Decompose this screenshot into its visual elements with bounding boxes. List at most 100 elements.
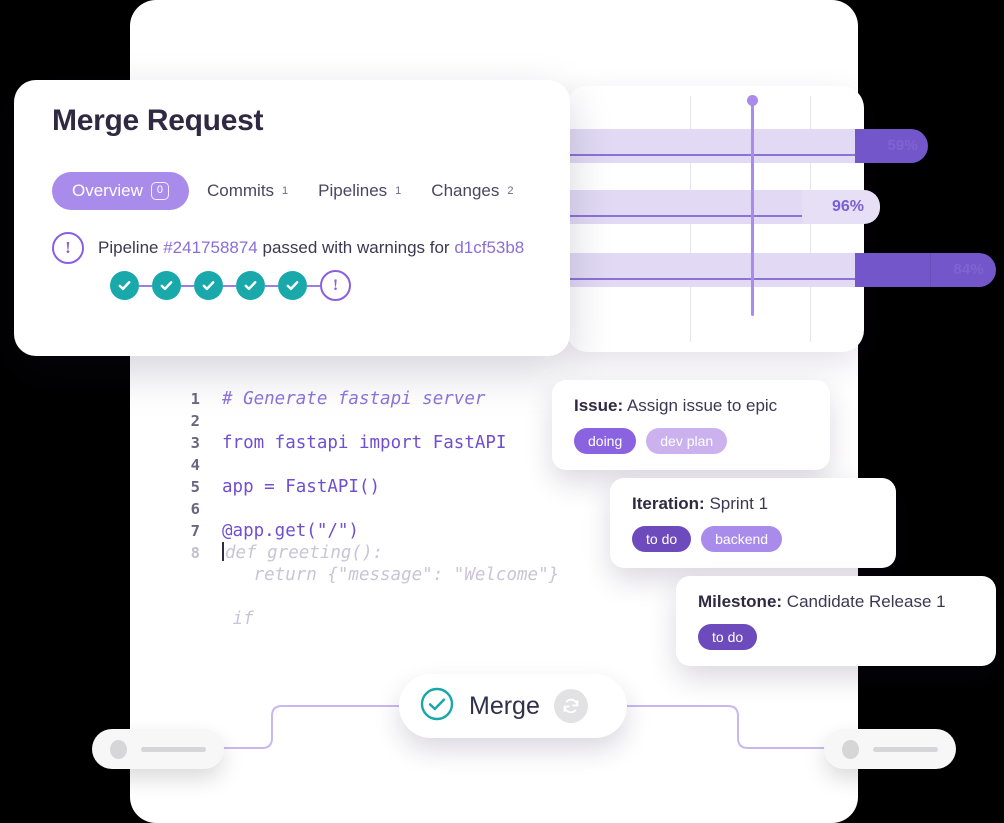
tab-overview[interactable]: Overview 0 — [52, 172, 189, 210]
code-line: 2 — [160, 410, 559, 432]
line-number: 7 — [190, 522, 200, 540]
merge-button-label: Merge — [469, 691, 540, 720]
chart-bar-segment-divider — [930, 253, 931, 287]
iteration-card-label: Iteration: — [632, 494, 705, 513]
chart-value-text: 96% — [831, 198, 864, 215]
check-circle-icon — [419, 686, 455, 727]
text-cursor — [222, 542, 224, 561]
issue-card[interactable]: Issue: Assign issue to epic doing dev pl… — [552, 380, 830, 470]
code-line — [160, 586, 559, 608]
code-line: 8 def greeting(): — [160, 542, 559, 564]
pipeline-status-prefix: Pipeline — [98, 238, 164, 257]
issue-card-chips: doing dev plan — [574, 428, 808, 454]
stage-connector — [265, 284, 278, 287]
code-text: # Generate fastapi server — [222, 389, 486, 409]
chart-plot-area: 96% — [566, 86, 880, 352]
stage-connector — [181, 284, 194, 287]
line-number: 6 — [190, 500, 200, 518]
stage-passed-icon[interactable] — [194, 271, 223, 300]
chart-bar-label-row-3: 84% — [953, 261, 984, 278]
pipeline-status-row: ! Pipeline #241758874 passed with warnin… — [52, 232, 524, 264]
sync-icon[interactable] — [553, 689, 588, 723]
tab-pipelines[interactable]: Pipelines 1 — [318, 181, 401, 201]
tab-commits[interactable]: Commits 1 — [207, 181, 288, 201]
tab-changes-count: 2 — [507, 185, 514, 197]
chart-baseline-row-3 — [568, 278, 862, 280]
chart-time-marker-handle[interactable] — [747, 95, 758, 106]
chart-track-row-3 — [568, 253, 864, 287]
tab-commits-label: Commits — [206, 181, 275, 200]
merge-button[interactable]: Merge — [399, 674, 627, 738]
code-text: if — [222, 609, 254, 629]
chart-bar-row-3: 84% — [855, 253, 996, 287]
tab-changes[interactable]: Changes 2 — [431, 181, 513, 201]
merge-request-card: Merge Request Overview 0 Commits 1 Pipel… — [14, 80, 570, 356]
issue-card-label: Issue: — [574, 396, 624, 415]
code-line: 4 — [160, 454, 559, 476]
chip-backend[interactable]: backend — [701, 526, 783, 552]
milestone-card-header: Milestone: Candidate Release 1 — [698, 592, 974, 612]
pipeline-stage-list: ! — [110, 270, 351, 301]
stage-connector — [223, 284, 236, 287]
line-number: 4 — [190, 456, 200, 474]
chart-value-label-row-2: 96% — [802, 190, 880, 224]
chart-track-row-1 — [568, 129, 864, 163]
chart-time-marker[interactable] — [751, 100, 754, 316]
tab-changes-label: Changes — [431, 181, 500, 200]
milestone-card-label: Milestone: — [698, 592, 783, 611]
line-number: 3 — [190, 434, 200, 452]
progress-chart-card: 96% — [566, 86, 880, 352]
issue-card-value: Assign issue to epic — [626, 396, 778, 415]
code-editor[interactable]: 1 # Generate fastapi server 2 3 from fasta… — [160, 388, 560, 630]
placeholder-pill-right[interactable] — [824, 729, 956, 769]
tab-pipelines-label: Pipelines — [318, 181, 388, 200]
code-line: return {"message": "Welcome"} — [160, 564, 560, 586]
code-line: 3 from fastapi import FastAPI — [160, 432, 559, 454]
code-text: from fastapi import FastAPI — [222, 433, 507, 453]
stage-connector — [307, 284, 320, 287]
page-title: Merge Request — [52, 104, 264, 137]
chip-dev-plan[interactable]: dev plan — [646, 428, 728, 454]
code-line: if — [160, 608, 559, 630]
chip-to-do[interactable]: to do — [698, 624, 758, 650]
milestone-card[interactable]: Milestone: Candidate Release 1 to do — [676, 576, 996, 666]
line-number: 8 — [190, 544, 200, 562]
line-number: 5 — [190, 478, 200, 496]
stage-warning-icon[interactable]: ! — [320, 270, 351, 301]
stage-passed-icon[interactable] — [110, 271, 139, 300]
milestone-card-chips: to do — [698, 624, 974, 650]
iteration-card-header: Iteration: Sprint 1 — [632, 494, 874, 514]
chart-baseline-row-2 — [568, 215, 823, 217]
code-line: 7 @app.get("/") — [160, 520, 559, 542]
code-text: return {"message": "Welcome"} — [222, 565, 560, 585]
code-text: def greeting(): — [225, 543, 384, 563]
avatar-placeholder-icon — [842, 739, 859, 759]
chip-doing[interactable]: doing — [574, 428, 637, 454]
code-line: 6 — [160, 498, 559, 520]
stage-passed-icon[interactable] — [152, 271, 181, 300]
stage-passed-icon[interactable] — [236, 271, 265, 300]
tab-commits-count: 1 — [282, 185, 289, 197]
chart-bar-row-1: 59% — [855, 129, 928, 163]
issue-card-header: Issue: Assign issue to epic — [574, 396, 808, 416]
code-text: @app.get("/") — [222, 521, 359, 541]
tab-pipelines-count: 1 — [395, 185, 402, 197]
commit-sha-link[interactable]: d1cf53b8 — [454, 238, 525, 257]
tab-overview-badge: 0 — [150, 182, 169, 200]
text-placeholder-bar — [872, 746, 938, 752]
milestone-card-value: Candidate Release 1 — [786, 592, 946, 611]
code-line: 1 # Generate fastapi server — [160, 388, 559, 410]
iteration-card-value: Sprint 1 — [709, 494, 769, 513]
stage-passed-icon[interactable] — [278, 271, 307, 300]
pipeline-status-text: Pipeline #241758874 passed with warnings… — [98, 238, 524, 258]
placeholder-pill-left[interactable] — [92, 729, 224, 769]
line-number: 2 — [190, 412, 200, 430]
avatar-placeholder-icon — [110, 739, 127, 759]
stage-connector — [139, 284, 152, 287]
chip-to-do[interactable]: to do — [632, 526, 692, 552]
iteration-card-chips: to do backend — [632, 526, 874, 552]
pipeline-id-link[interactable]: #241758874 — [163, 238, 258, 257]
line-number: 1 — [190, 390, 200, 408]
iteration-card[interactable]: Iteration: Sprint 1 to do backend — [610, 478, 896, 568]
